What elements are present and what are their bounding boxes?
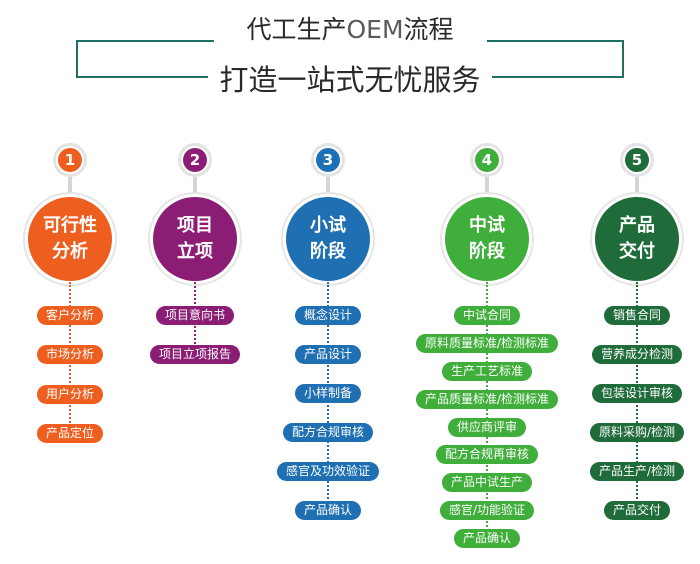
step-item: 感官及功效验证 bbox=[276, 462, 380, 481]
step-item: 供应商评审 bbox=[447, 418, 527, 437]
stage-title-line2: 阶段 bbox=[469, 241, 505, 262]
step-item: 市场分析 bbox=[36, 345, 104, 364]
stage-title-line2: 阶段 bbox=[310, 241, 346, 262]
step-item: 销售合同 bbox=[603, 306, 671, 325]
title-oem: OEM bbox=[346, 15, 404, 44]
step-item: 产品中试生产 bbox=[441, 473, 533, 492]
step-item: 用户分析 bbox=[36, 385, 104, 404]
step-item: 项目意向书 bbox=[155, 306, 235, 325]
step-number: 3 bbox=[316, 148, 340, 172]
step-item: 产品交付 bbox=[603, 501, 671, 520]
step-number-badge: 1 bbox=[53, 143, 87, 177]
frame-line-bottom-right bbox=[492, 76, 624, 78]
step-number-badge: 2 bbox=[178, 143, 212, 177]
stage-circle: 中试 阶段 bbox=[445, 197, 529, 281]
step-item: 概念设计 bbox=[294, 306, 362, 325]
step-item: 感官/功能验证 bbox=[439, 501, 535, 520]
connector bbox=[485, 177, 489, 199]
step-item: 原料采购/检测 bbox=[589, 423, 685, 442]
connector bbox=[326, 177, 330, 199]
step-item: 产品确认 bbox=[294, 501, 362, 520]
step-item: 产品生产/检测 bbox=[589, 462, 685, 481]
title-suffix: 流程 bbox=[403, 15, 454, 44]
step-item: 产品质量标准/检测标准 bbox=[415, 390, 559, 409]
frame-line-bottom-left bbox=[76, 76, 208, 78]
step-item: 客户分析 bbox=[36, 306, 104, 325]
connector bbox=[635, 177, 639, 199]
step-number-badge: 5 bbox=[620, 143, 654, 177]
step-number: 5 bbox=[625, 148, 649, 172]
step-item: 产品设计 bbox=[294, 345, 362, 364]
stage-title-line2: 交付 bbox=[619, 241, 655, 262]
stage-3: 3 小试 阶段 概念设计 产品设计 小样制备 配方合规审核 感官及功效验证 产品… bbox=[258, 0, 398, 564]
stage-circle: 项目 立项 bbox=[153, 197, 237, 281]
stage-4: 4 中试 阶段 中试合同 原料质量标准/检测标准 生产工艺标准 产品质量标准/检… bbox=[415, 0, 559, 564]
dotted-connector bbox=[486, 282, 488, 538]
step-item: 营养成分检测 bbox=[591, 345, 683, 364]
stage-title-line2: 分析 bbox=[52, 241, 88, 262]
stage-5: 5 产品 交付 销售合同 营养成分检测 包装设计审核 原料采购/检测 产品生产/… bbox=[567, 0, 700, 564]
step-item: 产品定位 bbox=[36, 424, 104, 443]
step-item: 配方合规审核 bbox=[282, 423, 374, 442]
step-item: 产品确认 bbox=[453, 529, 521, 548]
stage-title-line1: 小试 bbox=[310, 215, 346, 236]
frame-line-left bbox=[76, 40, 78, 78]
page-subtitle: 打造一站式无忧服务 bbox=[219, 63, 481, 97]
stage-title-line1: 项目 bbox=[177, 215, 213, 236]
stage-circle: 可行性 分析 bbox=[28, 197, 112, 281]
step-number-badge: 4 bbox=[470, 143, 504, 177]
step-item: 中试合同 bbox=[453, 306, 521, 325]
step-item: 生产工艺标准 bbox=[441, 362, 533, 381]
connector bbox=[68, 177, 72, 199]
step-item: 原料质量标准/检测标准 bbox=[415, 334, 559, 353]
step-item: 包装设计审核 bbox=[591, 384, 683, 403]
stage-title-line1: 中试 bbox=[469, 215, 505, 236]
stage-circle: 产品 交付 bbox=[595, 197, 679, 281]
step-item: 小样制备 bbox=[294, 384, 362, 403]
frame-line-right bbox=[622, 40, 624, 78]
stage-1: 1 可行性 分析 客户分析 市场分析 用户分析 产品定位 bbox=[0, 0, 140, 564]
stage-title-line1: 可行性 bbox=[43, 215, 97, 236]
frame-line-top-left bbox=[76, 40, 214, 42]
stage-title-line2: 立项 bbox=[177, 241, 213, 262]
step-number: 1 bbox=[58, 148, 82, 172]
page-title: 代工生产OEM流程 bbox=[0, 10, 700, 46]
frame-line-top-right bbox=[487, 40, 624, 42]
step-number: 4 bbox=[475, 148, 499, 172]
step-item: 项目立项报告 bbox=[149, 345, 241, 364]
connector bbox=[193, 177, 197, 199]
step-number: 2 bbox=[183, 148, 207, 172]
step-number-badge: 3 bbox=[311, 143, 345, 177]
stage-2: 2 项目 立项 项目意向书 项目立项报告 bbox=[125, 0, 265, 564]
title-prefix: 代工生产 bbox=[246, 15, 347, 44]
stage-title-line1: 产品 bbox=[619, 215, 655, 236]
step-item: 配方合规再审核 bbox=[435, 445, 539, 464]
stage-circle: 小试 阶段 bbox=[286, 197, 370, 281]
